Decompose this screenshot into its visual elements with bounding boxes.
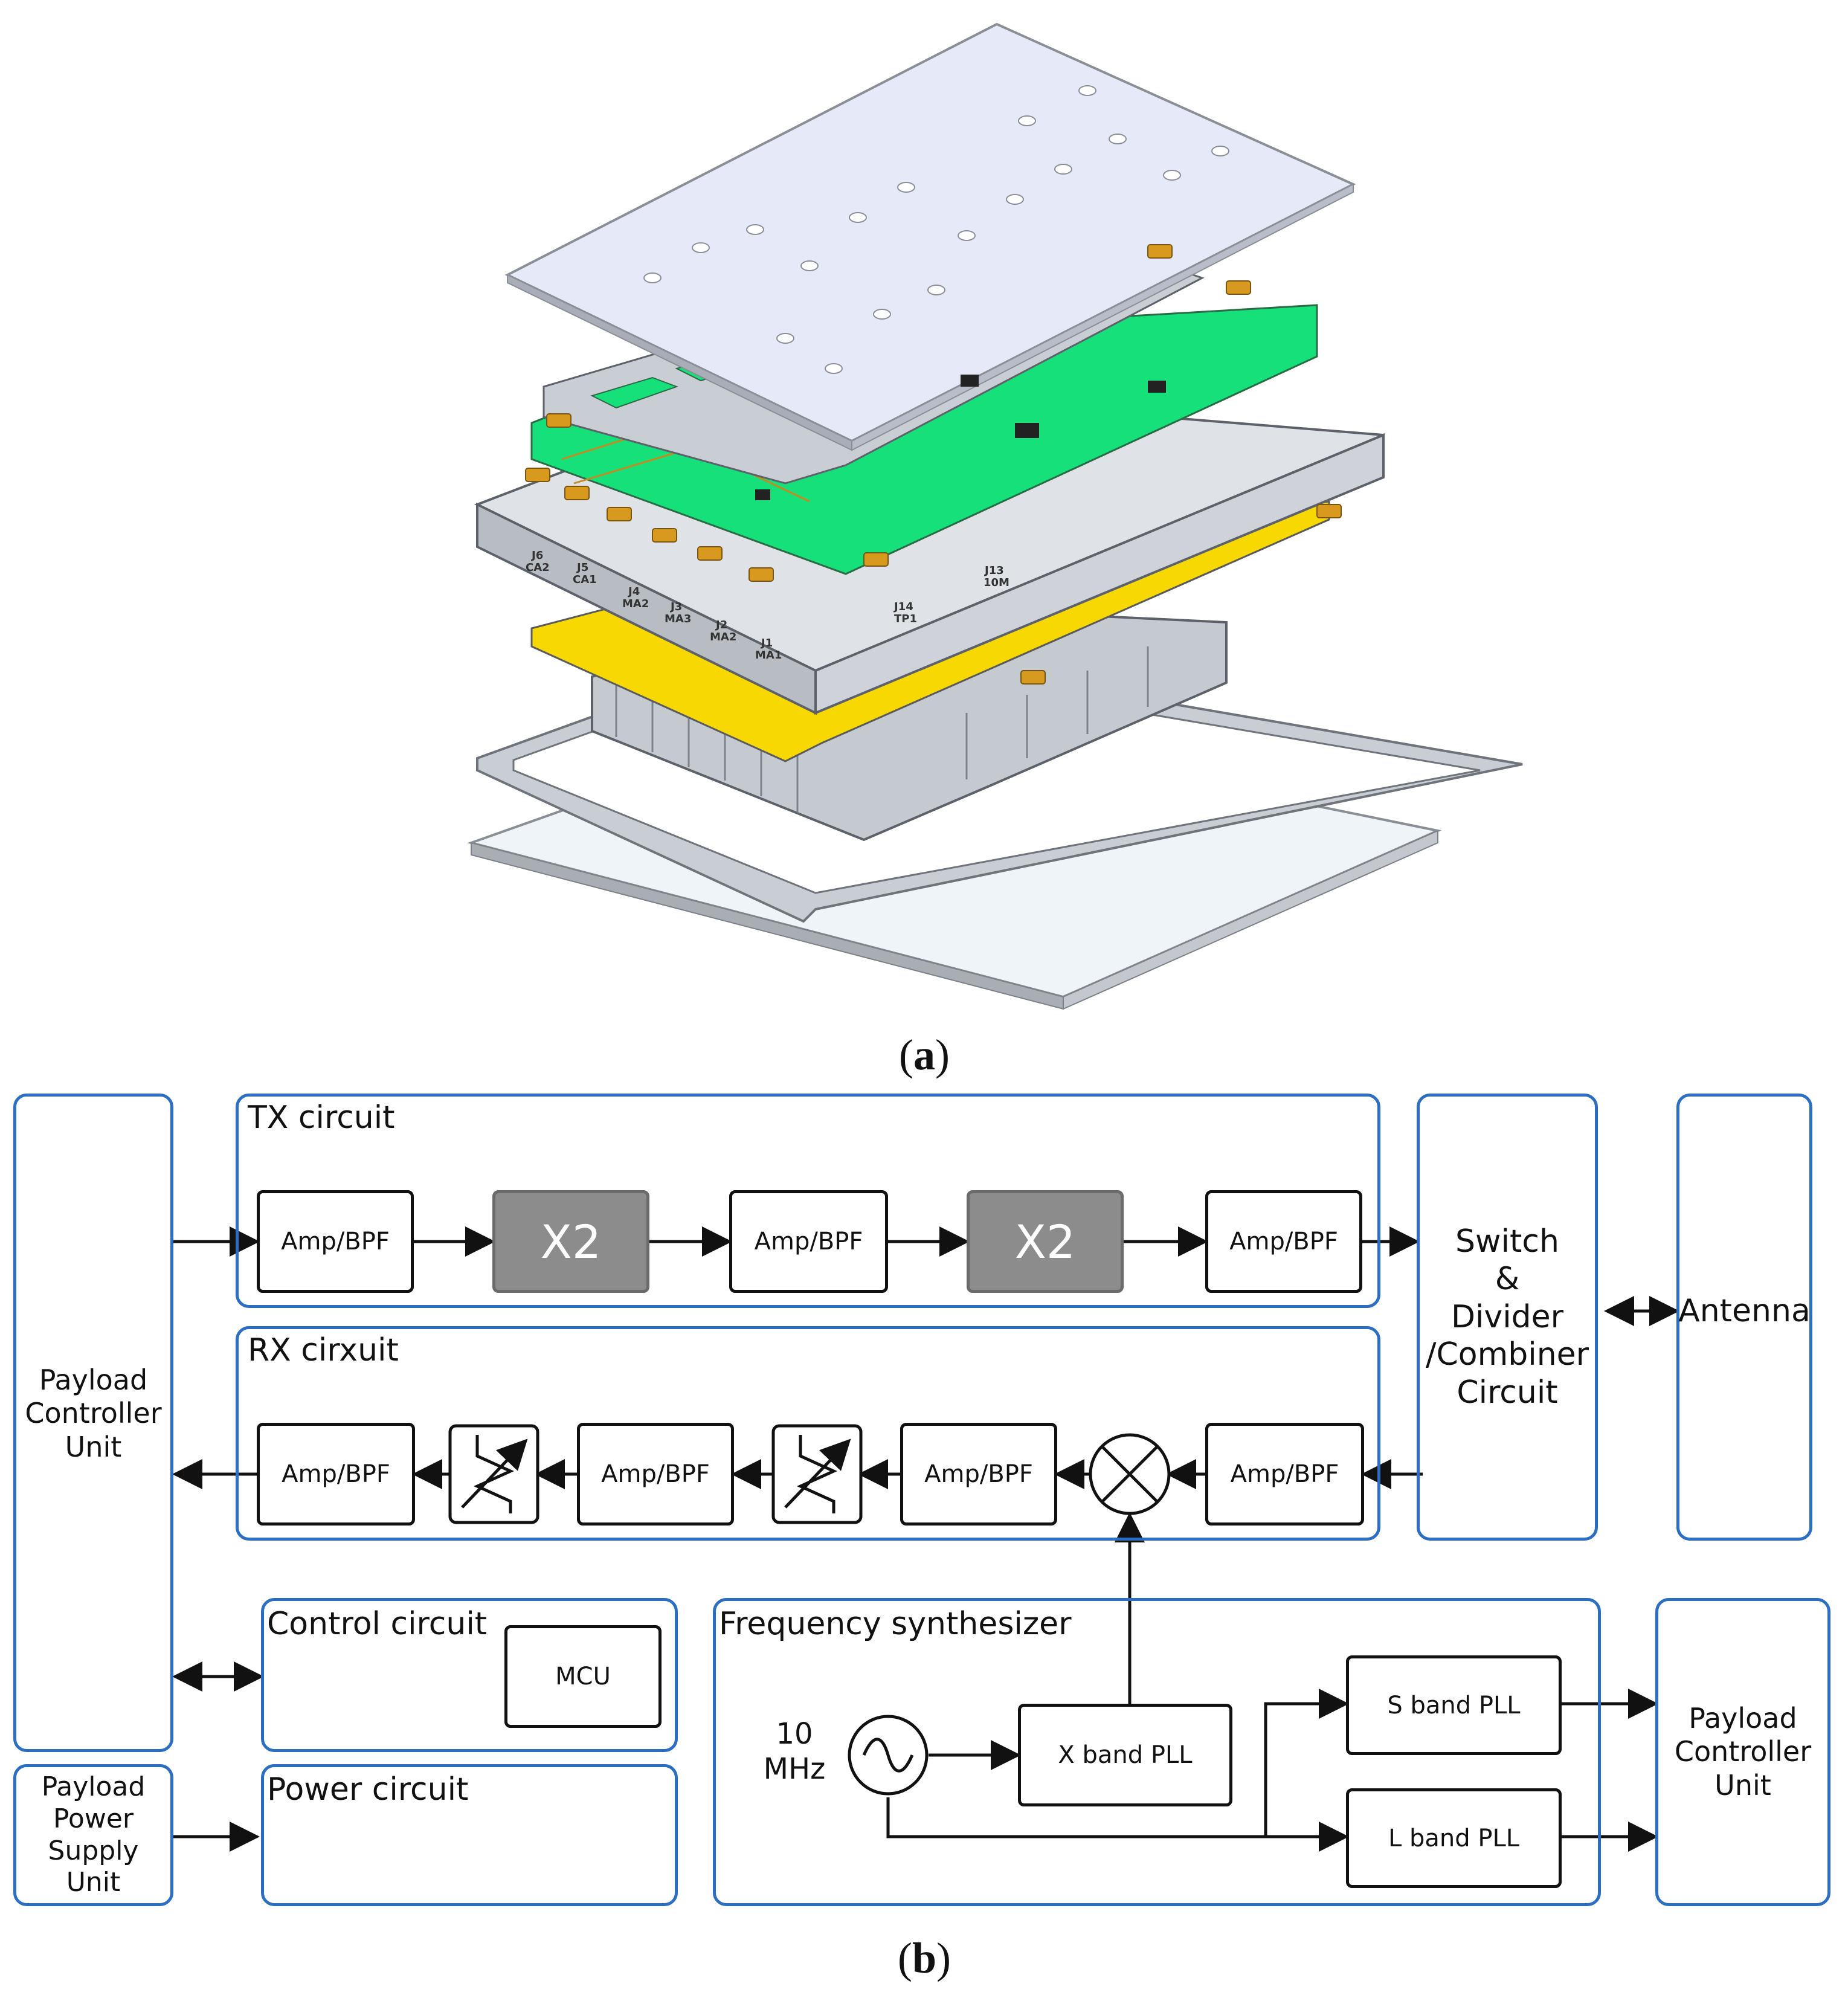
sma-connectors: [525, 244, 1342, 685]
payload-power-supply-unit-label: Payload Power Supply Unit: [41, 1771, 146, 1898]
antenna-panel: [1676, 1094, 1812, 1541]
payload-controller-unit-right-label: Payload Controller Unit: [1674, 1702, 1812, 1802]
caption-b: (b): [897, 1934, 951, 1982]
svg-text:J13: J13: [984, 564, 1004, 577]
mcu-block: MCU: [504, 1625, 662, 1728]
payload-controller-unit-right: [1655, 1598, 1830, 1906]
tx-multiplier-1: X2: [492, 1190, 649, 1293]
rx-amp-bpf-1: Amp/BPF: [257, 1423, 415, 1526]
payload-controller-unit-left-label: Payload Controller Unit: [25, 1364, 162, 1463]
svg-text:J6: J6: [530, 549, 543, 562]
svg-text:10M: 10M: [984, 576, 1009, 589]
l-band-pll-block: L band PLL: [1346, 1788, 1562, 1888]
control-circuit-title: Control circuit: [267, 1606, 488, 1642]
tx-amp-bpf-1: Amp/BPF: [257, 1190, 414, 1293]
svg-text:J4: J4: [627, 585, 640, 598]
rx-amp-bpf-3: Amp/BPF: [900, 1423, 1057, 1526]
svg-text:MA2: MA2: [710, 631, 736, 643]
svg-text:J5: J5: [576, 561, 588, 574]
tx-multiplier-2: X2: [967, 1190, 1124, 1293]
power-circuit-title: Power circuit: [267, 1771, 469, 1808]
x-band-pll-block: X band PLL: [1018, 1704, 1232, 1806]
tx-circuit-title: TX circuit: [248, 1100, 395, 1136]
svg-text:J3: J3: [669, 601, 682, 613]
power-circuit-panel: [261, 1764, 678, 1906]
rx-circuit-panel: [236, 1326, 1380, 1541]
payload-controller-unit-left: [13, 1094, 173, 1752]
caption-a: (a): [899, 1031, 950, 1079]
tx-amp-bpf-3: Amp/BPF: [1205, 1190, 1362, 1293]
frequency-synthesizer-title: Frequency synthesizer: [719, 1606, 1072, 1642]
control-circuit-panel: [261, 1598, 678, 1752]
svg-text:MA3: MA3: [665, 613, 691, 625]
switch-divider-combiner-panel: [1417, 1094, 1598, 1541]
rx-amp-bpf-2: Amp/BPF: [577, 1423, 734, 1526]
tx-amp-bpf-2: Amp/BPF: [729, 1190, 888, 1293]
s-band-pll-block: S band PLL: [1346, 1655, 1562, 1755]
rx-amp-bpf-4: Amp/BPF: [1205, 1423, 1364, 1526]
reference-10mhz-label: 10 MHz: [763, 1717, 826, 1786]
payload-power-supply-unit: [13, 1764, 173, 1906]
tx-circuit-panel: [236, 1094, 1380, 1308]
svg-text:J2: J2: [715, 619, 727, 631]
svg-text:MA1: MA1: [755, 649, 782, 662]
svg-text:TP1: TP1: [894, 613, 917, 625]
housing-right-face: [814, 433, 1385, 715]
svg-text:J1: J1: [760, 637, 773, 649]
svg-text:CA1: CA1: [573, 573, 597, 586]
svg-text:CA2: CA2: [526, 561, 550, 574]
svg-text:J14: J14: [893, 601, 913, 613]
svg-text:MA2: MA2: [622, 598, 649, 610]
rx-circuit-title: RX cirxuit: [248, 1332, 399, 1368]
frequency-synthesizer-panel: [713, 1598, 1601, 1906]
switch-divider-combiner-label: Switch & Divider /Combiner Circuit: [1425, 1223, 1589, 1411]
antenna-label: Antenna: [1678, 1292, 1811, 1329]
